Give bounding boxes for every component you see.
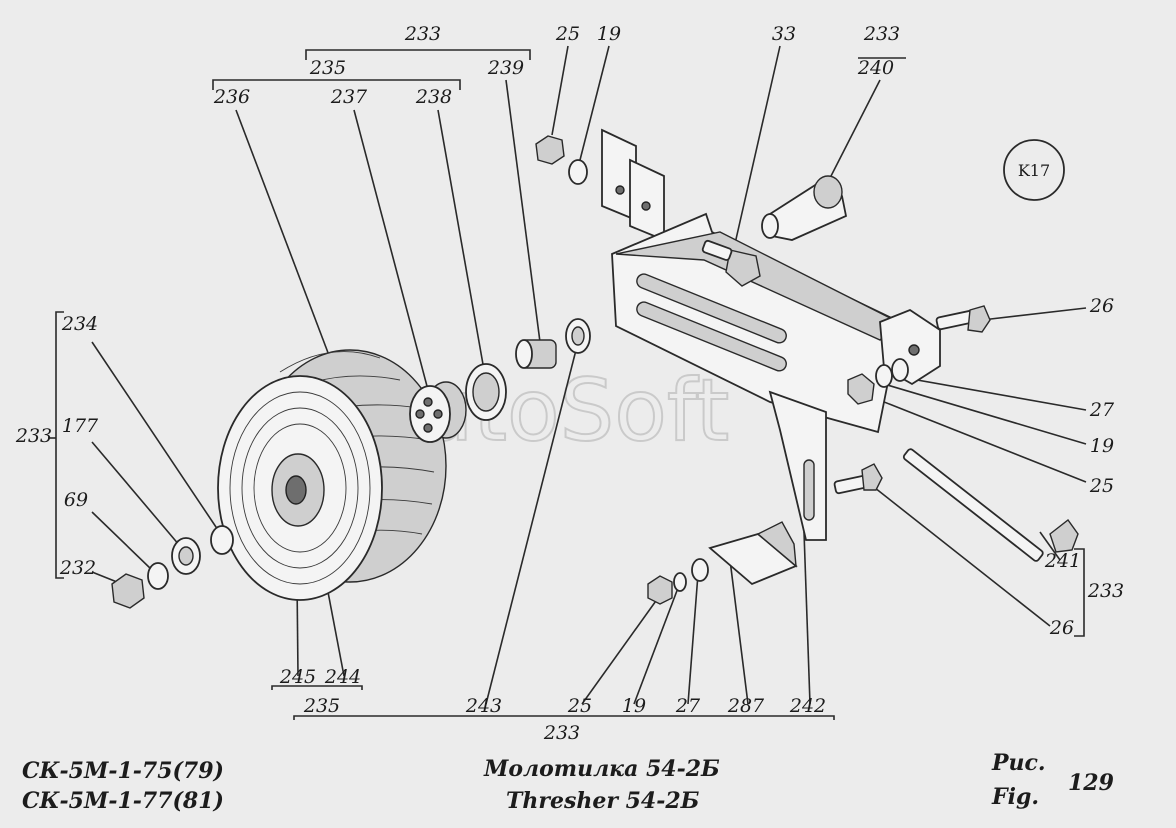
callout-241: 241: [1044, 550, 1081, 572]
nut-washers-right: [847, 358, 909, 405]
callout-25-bottom: 25: [567, 695, 592, 717]
callout-19-bottom: 19: [622, 695, 646, 717]
callout-233-bottom: 233: [543, 722, 580, 744]
callout-26-top: 26: [1089, 295, 1114, 317]
callout-236: 236: [213, 86, 250, 108]
callout-233-right: 233: [1087, 580, 1124, 602]
model-line-1: СК-5М-1-75(79): [22, 758, 224, 784]
clip-287: [708, 521, 798, 586]
callout-243: 243: [465, 695, 502, 717]
left-washer-stack: [111, 525, 234, 609]
callout-25-top: 25: [555, 23, 580, 45]
bolt-26-top: [935, 305, 991, 333]
nut-washer-top: [535, 135, 588, 185]
bolt-26-bottom: [833, 463, 883, 495]
callout-26-bottom: 26: [1049, 617, 1074, 639]
fig-label-ru: Рис.: [991, 750, 1046, 776]
pulley-236: [217, 349, 447, 601]
callout-233-tr: 233: [863, 23, 900, 45]
title-ru: Молотилка 54-2Б: [483, 756, 720, 782]
long-bolt-241: [902, 448, 1079, 562]
callout-237: 237: [330, 86, 368, 108]
bolt-33: [701, 239, 761, 287]
model-line-2: СК-5М-1-77(81): [22, 788, 224, 814]
callout-235-bottom: 235: [303, 695, 340, 717]
fig-label-en: Fig.: [991, 784, 1039, 810]
callout-287: 287: [727, 695, 765, 717]
footer: СК-5М-1-75(79) СК-5М-1-77(81) Молотилка …: [22, 750, 1114, 814]
callout-245: 245: [279, 666, 316, 688]
grouping-brackets: [48, 49, 1085, 720]
callout-244: 244: [324, 666, 361, 688]
bushing-239: [515, 339, 557, 369]
callout-27-bottom: 27: [675, 695, 701, 717]
pin-240: [761, 175, 848, 241]
callout-239: 239: [487, 57, 524, 79]
title-en: Thresher 54-2Б: [506, 788, 700, 814]
snap-ring-238: [465, 363, 507, 421]
callout-27-right: 27: [1089, 399, 1115, 421]
k17-badge: K17: [1003, 139, 1065, 201]
callout-234: 234: [61, 313, 98, 335]
nut-washers-bottom: [647, 558, 709, 605]
callout-19-right: 19: [1090, 435, 1114, 457]
callout-233-left: 233: [15, 425, 52, 447]
washer-243: [565, 318, 591, 354]
callout-177: 177: [62, 415, 99, 437]
main-bracket: [611, 212, 902, 541]
callout-233-top: 233: [404, 23, 441, 45]
plates: [601, 128, 665, 242]
callout-242: 242: [789, 695, 826, 717]
callout-33: 33: [772, 23, 796, 45]
k17-label: K17: [1018, 161, 1050, 180]
callout-235-top: 235: [309, 57, 346, 79]
callout-232: 232: [59, 557, 96, 579]
callout-238: 238: [415, 86, 452, 108]
callout-240: 240: [857, 57, 894, 79]
callout-labels: 233 235 236 237 238 239 25 19 33 233 240 234 177 69 23…: [15, 23, 1124, 744]
bearing-237: [409, 381, 467, 443]
callout-25-right: 25: [1089, 475, 1114, 497]
callout-69: 69: [64, 489, 88, 511]
fig-number: 129: [1068, 770, 1114, 796]
callout-19-top: 19: [597, 23, 621, 45]
